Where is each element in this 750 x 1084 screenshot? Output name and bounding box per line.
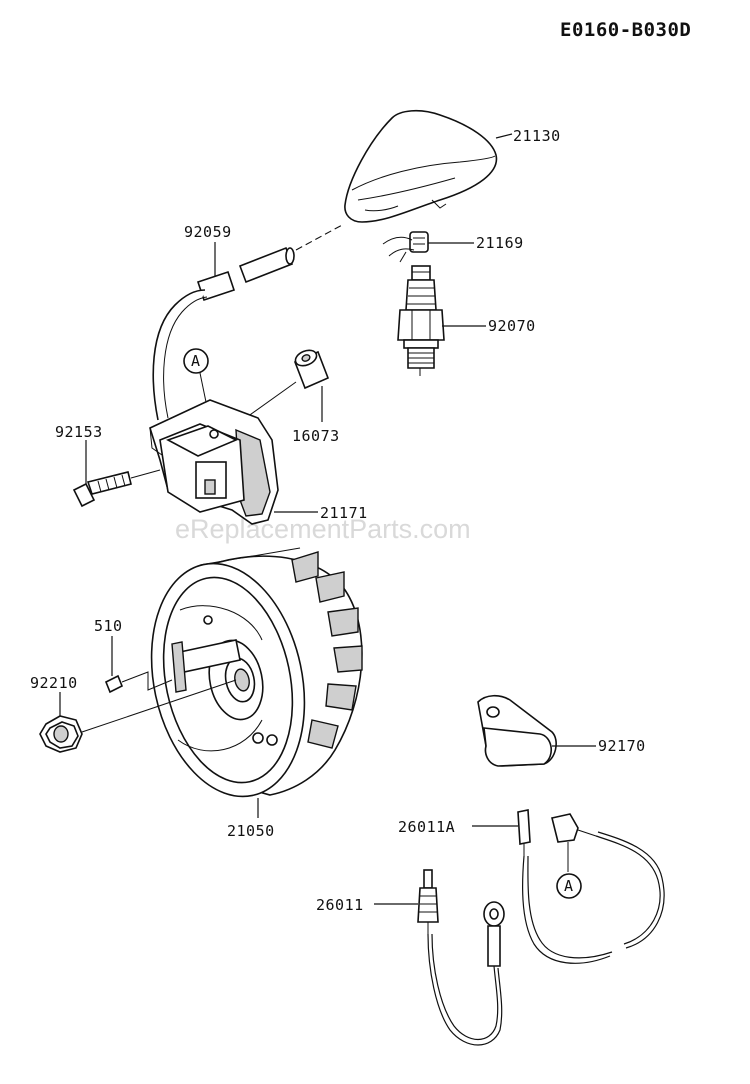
- tube-part[interactable]: [196, 246, 295, 302]
- terminal-part[interactable]: [382, 231, 429, 263]
- key-axis: [121, 671, 173, 691]
- label-92170[interactable]: 92170: [598, 737, 646, 755]
- bolt-part[interactable]: [72, 471, 132, 508]
- plug-cap-part[interactable]: [344, 109, 498, 223]
- label-92153[interactable]: 92153: [55, 423, 103, 441]
- label-21050[interactable]: 21050: [227, 822, 275, 840]
- nut-axis: [81, 679, 237, 733]
- svg-text:A: A: [564, 877, 574, 895]
- label-21130[interactable]: 21130: [513, 127, 561, 145]
- spacer-part[interactable]: [293, 347, 330, 390]
- lead-wire-part[interactable]: [417, 869, 505, 1046]
- label-26011[interactable]: 26011: [316, 896, 364, 914]
- svg-text:A: A: [191, 352, 201, 370]
- label-92070[interactable]: 92070: [488, 317, 536, 335]
- flywheel-part[interactable]: [131, 547, 363, 811]
- ignition-coil-part[interactable]: [149, 399, 279, 525]
- bolt-axis: [130, 469, 161, 479]
- callout-a-lead: A: [556, 873, 582, 899]
- diagram-code: E0160-B030D: [560, 19, 691, 41]
- leader-21130: [495, 133, 513, 139]
- label-16073[interactable]: 16073: [292, 427, 340, 445]
- spark-plug-part[interactable]: [397, 265, 445, 376]
- label-21169[interactable]: 21169: [476, 234, 524, 252]
- label-21171[interactable]: 21171: [320, 504, 368, 522]
- label-92059[interactable]: 92059: [184, 223, 232, 241]
- dash-cap-tube: [295, 223, 345, 251]
- label-26011a[interactable]: 26011A: [398, 818, 455, 836]
- callout-a-coil: A: [183, 348, 209, 403]
- nut-part[interactable]: [39, 715, 83, 753]
- key-part[interactable]: [104, 674, 124, 694]
- label-510[interactable]: 510: [94, 617, 123, 635]
- watermark: eReplacementParts.com: [175, 514, 471, 544]
- clamp-part[interactable]: [477, 694, 557, 767]
- label-92210[interactable]: 92210: [30, 674, 78, 692]
- lead-wire-a-part[interactable]: [517, 809, 665, 964]
- ht-lead: [152, 289, 206, 421]
